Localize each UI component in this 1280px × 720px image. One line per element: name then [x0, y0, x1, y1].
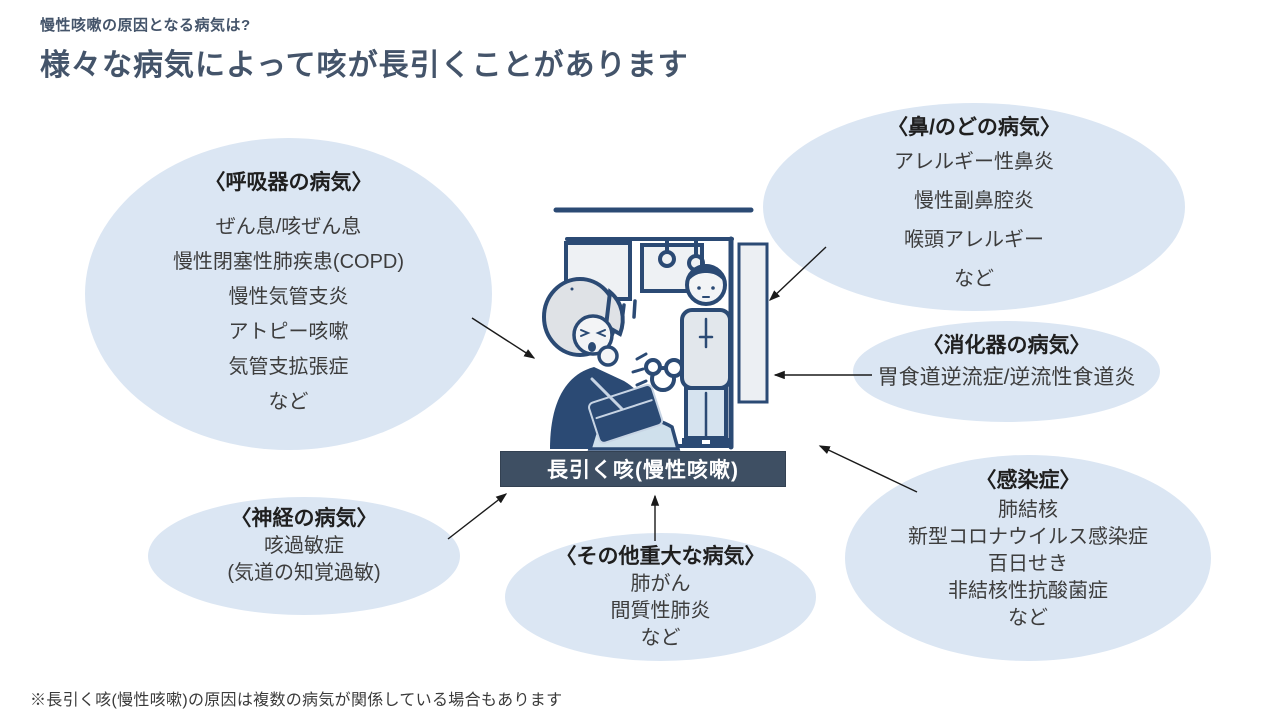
- disease-item: など: [268, 391, 309, 413]
- page-title: 様々な病気によって咳が長引くことがあります: [40, 49, 689, 82]
- bubble-title: 〈神経の病気〉: [230, 507, 378, 530]
- disease-item: 新型コロナウイルス感染症: [908, 526, 1148, 548]
- footnote: ※長引く咳(慢性咳嗽)の原因は複数の病気が関係している場合もあります: [30, 692, 563, 709]
- disease-item: 肺がん: [630, 573, 691, 595]
- bubble-other-serious-diseases: 〈その他重大な病気〉 肺がん 間質性肺炎 など: [505, 533, 816, 661]
- disease-item: 間質性肺炎: [610, 600, 711, 622]
- disease-item: 非結核性抗酸菌症: [948, 580, 1108, 602]
- chronic-cough-label: 長引く咳(慢性咳嗽): [547, 459, 739, 482]
- disease-item: 慢性副鼻腔炎: [914, 190, 1034, 212]
- chronic-cough-label-box: 長引く咳(慢性咳嗽): [500, 451, 786, 487]
- disease-item: 胃食道逆流症/逆流性食道炎: [877, 366, 1136, 389]
- disease-item: 慢性気管支炎: [228, 286, 349, 308]
- disease-item: ぜん息/咳ぜん息: [215, 216, 362, 238]
- bubble-infectious-diseases: 〈感染症〉 肺結核 新型コロナウイルス感染症 百日せき 非結核性抗酸菌症 など: [845, 455, 1211, 661]
- arrow-nervous: [447, 493, 508, 540]
- coughing-woman-figure: [542, 277, 681, 451]
- disease-item: 肺結核: [998, 499, 1058, 521]
- train-cough-illustration: [542, 207, 769, 451]
- bubble-nose-throat-diseases: 〈鼻/のどの病気〉 アレルギー性鼻炎 慢性副鼻腔炎 喉頭アレルギー など: [763, 103, 1185, 311]
- disease-item: など: [954, 268, 994, 290]
- disease-item: 咳過敏症: [264, 535, 344, 557]
- cough-puff-icon: [620, 299, 684, 392]
- bubble-title: 〈鼻/のどの病気〉: [887, 116, 1061, 139]
- disease-item: 喉頭アレルギー: [904, 229, 1044, 251]
- bubble-title: 〈呼吸器の病気〉: [204, 171, 373, 194]
- disease-item: アトピー咳嗽: [228, 321, 349, 343]
- disease-item: など: [1008, 607, 1048, 629]
- disease-item: (気道の知覚過敏): [227, 562, 381, 584]
- bystander-figure: [680, 264, 732, 446]
- slide-kicker: 慢性咳嗽の原因となる病気は?: [40, 17, 251, 34]
- disease-item: 慢性閉塞性肺疾患(COPD): [172, 251, 405, 273]
- bubble-title: 〈消化器の病気〉: [922, 334, 1091, 357]
- bubble-title: 〈感染症〉: [975, 469, 1081, 492]
- disease-item: 百日せき: [988, 553, 1068, 575]
- bubble-digestive-diseases: 〈消化器の病気〉 胃食道逆流症/逆流性食道炎: [853, 321, 1160, 422]
- bubble-title: 〈その他重大な病気〉: [555, 545, 766, 568]
- disease-item: など: [640, 627, 681, 649]
- bubble-respiratory-diseases: 〈呼吸器の病気〉 ぜん息/咳ぜん息 慢性閉塞性肺疾患(COPD) 慢性気管支炎 …: [85, 138, 492, 450]
- bubble-nervous-diseases: 〈神経の病気〉 咳過敏症 (気道の知覚過敏): [148, 497, 460, 615]
- disease-item: アレルギー性鼻炎: [894, 151, 1054, 173]
- disease-item: 気管支拡張症: [228, 356, 349, 378]
